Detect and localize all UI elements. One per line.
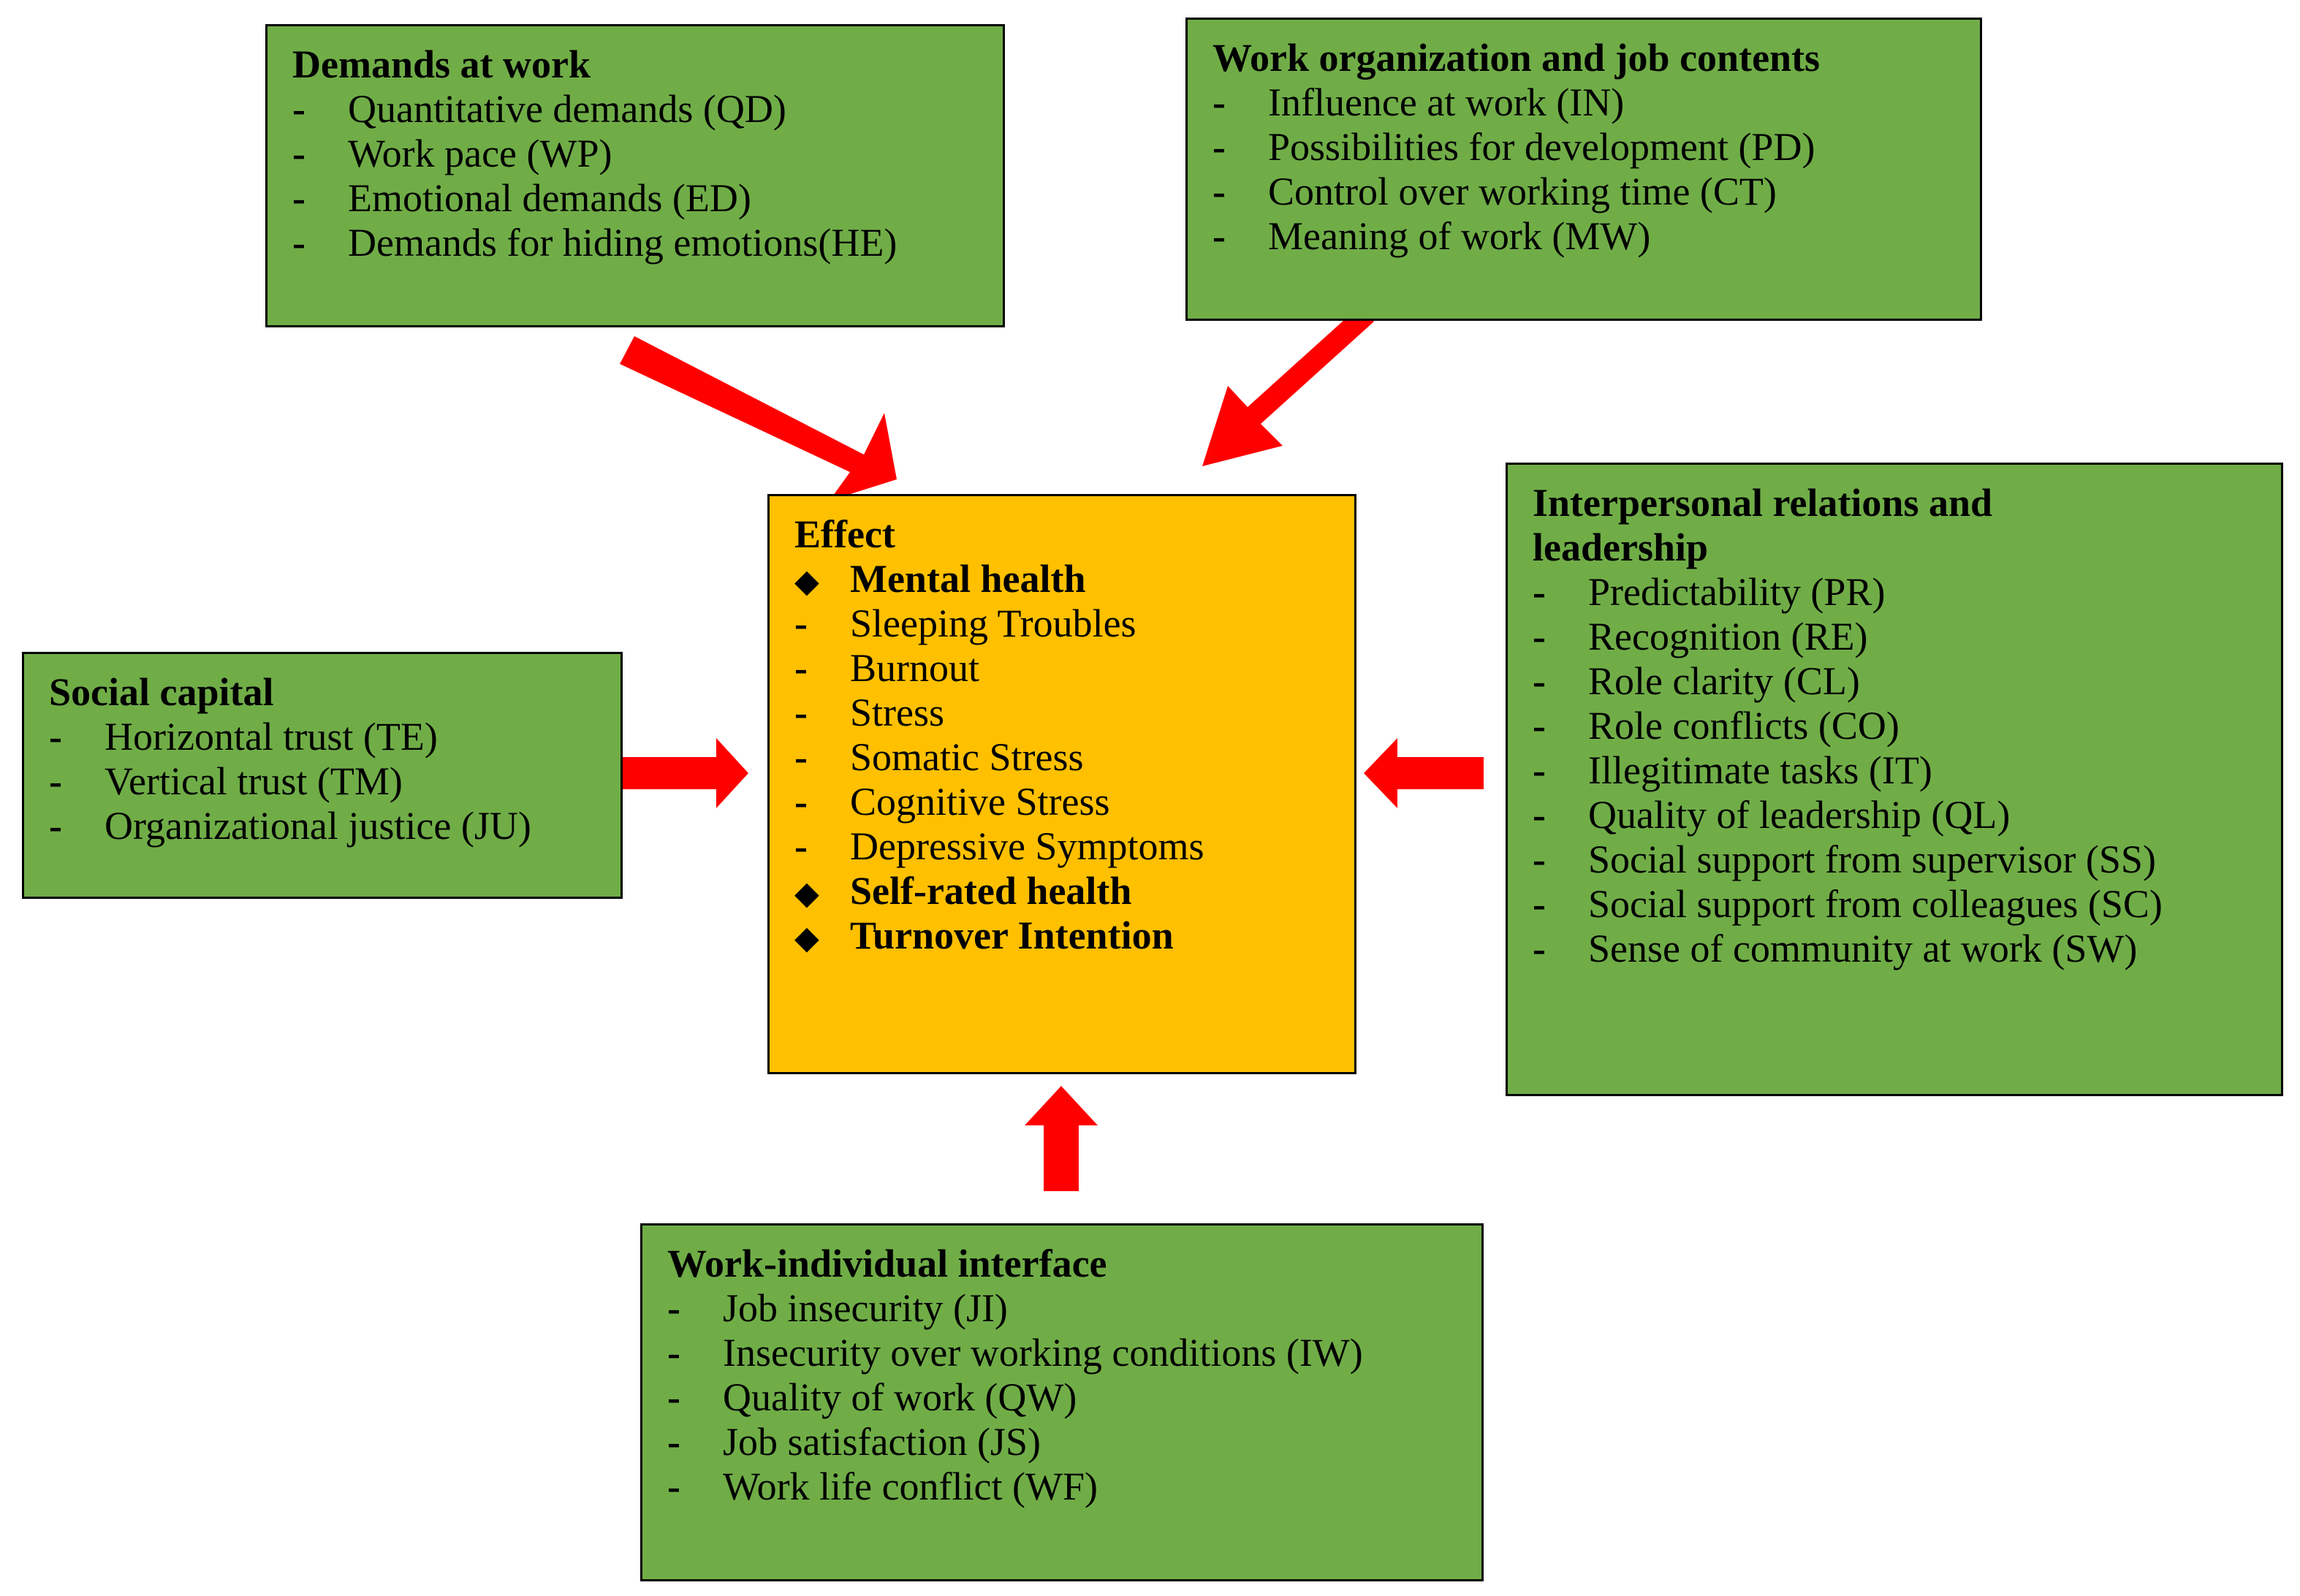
interpersonal-title-line1: Interpersonal relations and xyxy=(1533,481,1993,525)
arrow-demands-to-effect xyxy=(620,336,897,501)
effect-list: ◆Mental health -Sleeping Troubles -Burno… xyxy=(794,557,1332,958)
list-item: -Predictability (PR) xyxy=(1533,570,1886,615)
list-item: -Insecurity over working conditions (IW) xyxy=(667,1331,1363,1375)
arrow-workorg-to-effect xyxy=(1202,306,1374,466)
list-item: -Illegitimate tasks (IT) xyxy=(1533,748,1932,793)
demands-box: Demands at work -Quantitative demands (Q… xyxy=(265,24,1005,327)
list-item: -Horizontal trust (TE) xyxy=(49,715,438,759)
interpersonal-list: -Predictability (PR) -Recognition (RE) -… xyxy=(1533,570,2259,971)
list-item: -Depressive Symptoms xyxy=(794,824,1204,869)
list-item: -Stress xyxy=(794,691,945,735)
demands-title: Demands at work xyxy=(292,42,591,86)
interpersonal-title-line2: leadership xyxy=(1533,525,1709,570)
list-item: -Vertical trust (TM) xyxy=(49,759,403,804)
list-item: -Organizational justice (JU) xyxy=(49,804,531,848)
arrow-socialcapital-to-effect xyxy=(623,738,748,808)
arrow-interpersonal-to-effect xyxy=(1364,738,1484,808)
list-item: -Meaning of work (MW) xyxy=(1212,214,1651,259)
work-individual-title: Work-individual interface xyxy=(667,1242,1107,1285)
effect-title: Effect xyxy=(794,512,895,556)
list-item: -Somatic Stress xyxy=(794,735,1084,780)
social-capital-list: -Horizontal trust (TE) -Vertical trust (… xyxy=(49,715,599,848)
list-item: -Emotional demands (ED) xyxy=(292,176,751,221)
arrow-workindividual-to-effect xyxy=(1025,1086,1098,1191)
list-item: -Control over working time (CT) xyxy=(1212,170,1777,214)
list-item: -Cognitive Stress xyxy=(794,780,1110,824)
list-item: -Sleeping Troubles xyxy=(794,601,1136,646)
list-item: -Influence at work (IN) xyxy=(1212,80,1625,125)
list-item: -Possibilities for development (PD) xyxy=(1212,125,1815,170)
workorg-box: Work organization and job contents -Infl… xyxy=(1185,18,1982,321)
diamond-icon: ◆ xyxy=(794,920,819,957)
list-item: -Work life conflict (WF) xyxy=(667,1464,1098,1509)
list-item: -Social support from colleagues (SC) xyxy=(1533,882,2163,927)
diamond-icon: ◆ xyxy=(794,563,819,600)
workorg-title: Work organization and job contents xyxy=(1212,36,1821,80)
list-item: ◆Self-rated health xyxy=(794,869,1132,913)
list-item: -Job satisfaction (JS) xyxy=(667,1420,1041,1464)
list-item: -Quality of work (QW) xyxy=(667,1375,1077,1420)
list-item: -Burnout xyxy=(794,646,980,691)
social-capital-title: Social capital xyxy=(49,670,274,714)
list-item: -Work pace (WP) xyxy=(292,132,612,176)
work-individual-box: Work-individual interface -Job insecurit… xyxy=(640,1223,1484,1581)
social-capital-box: Social capital -Horizontal trust (TE) -V… xyxy=(22,652,623,899)
list-item: ◆Turnover Intention xyxy=(794,913,1174,958)
effect-box: Effect ◆Mental health -Sleeping Troubles… xyxy=(767,494,1356,1074)
interpersonal-box: Interpersonal relations and leadership -… xyxy=(1506,463,2283,1096)
diamond-icon: ◆ xyxy=(794,875,819,912)
demands-list: -Quantitative demands (QD) -Work pace (W… xyxy=(292,87,981,265)
list-item: -Role conflicts (CO) xyxy=(1533,704,1899,748)
list-item: -Recognition (RE) xyxy=(1533,615,1868,659)
work-individual-list: -Job insecurity (JI) -Insecurity over wo… xyxy=(667,1286,1460,1509)
list-item: -Role clarity (CL) xyxy=(1533,659,1860,704)
list-item: -Demands for hiding emotions(HE) xyxy=(292,221,897,265)
list-item: -Job insecurity (JI) xyxy=(667,1286,1008,1331)
list-item: ◆Mental health xyxy=(794,557,1086,601)
list-item: -Quantitative demands (QD) xyxy=(292,87,786,132)
list-item: -Social support from supervisor (SS) xyxy=(1533,837,2156,882)
workorg-list: -Influence at work (IN) -Possibilities f… xyxy=(1212,80,1958,259)
list-item: -Quality of leadership (QL) xyxy=(1533,793,2011,837)
list-item: -Sense of community at work (SW) xyxy=(1533,927,2138,971)
